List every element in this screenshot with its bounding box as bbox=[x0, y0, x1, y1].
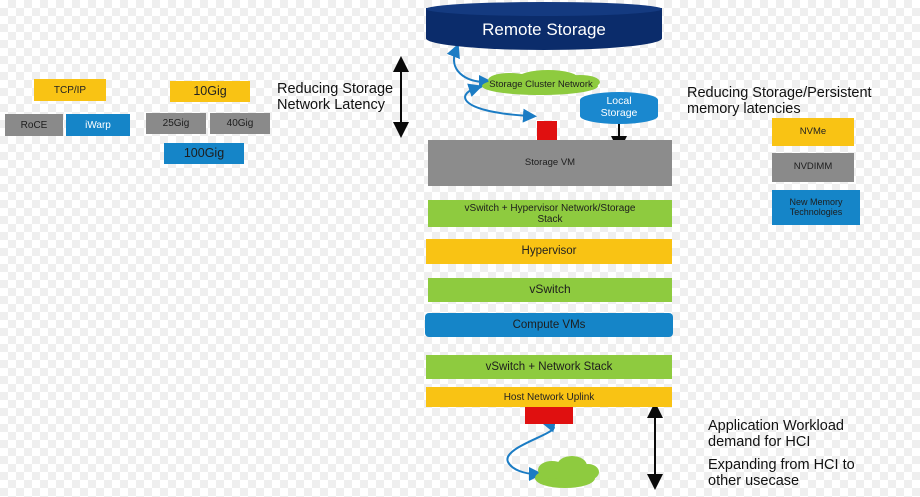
nvme-label: NVMe bbox=[799, 125, 827, 137]
nvdimm-box: NVDIMM bbox=[772, 153, 854, 182]
vswitch-storage-stack-block: vSwitch + Hypervisor Network/Storage Sta… bbox=[428, 200, 672, 227]
speed-10gig-label: 10Gig bbox=[193, 83, 227, 98]
remote-storage-title: Remote Storage bbox=[426, 16, 662, 44]
vswitch-label: vSwitch bbox=[529, 282, 571, 297]
latency-caption: Reducing Storage Network Latency bbox=[277, 81, 402, 113]
speed-100gig-label: 100Gig bbox=[183, 145, 225, 160]
latency-caption-line2: Network Latency bbox=[277, 97, 385, 113]
new-memory-label-line2: Technologies bbox=[789, 206, 843, 217]
speed-100gig-box: 100Gig bbox=[164, 143, 244, 164]
uplink-to-cloud-link bbox=[506, 418, 557, 481]
host-network-uplink-label: Host Network Uplink bbox=[503, 391, 595, 403]
workload-caption-line1: Application Workload bbox=[708, 418, 844, 434]
nvme-box: NVMe bbox=[772, 118, 854, 146]
new-memory-label-line1: New Memory bbox=[789, 196, 843, 207]
local-storage-label-line1: Local bbox=[606, 95, 632, 108]
persist-caption: Reducing Storage/Persistent memory laten… bbox=[687, 85, 897, 117]
expand-caption-line2: other usecase bbox=[708, 473, 800, 489]
remote-storage-cylinder-top bbox=[426, 2, 662, 16]
hypervisor-label: Hypervisor bbox=[521, 245, 577, 258]
storage-vm-label: Storage VM bbox=[524, 156, 576, 168]
expand-caption-line1: Expanding from HCI to bbox=[708, 457, 855, 473]
vswitch-storage-label-line2: Stack bbox=[537, 213, 563, 225]
compute-vms-label: Compute VMs bbox=[512, 318, 586, 331]
speed-25gig-label: 25Gig bbox=[162, 118, 190, 129]
tcpip-box: TCP/IP bbox=[34, 79, 106, 101]
speed-10gig-box: 10Gig bbox=[170, 81, 250, 102]
vswitch-network-label: vSwitch + Network Stack bbox=[485, 360, 613, 373]
storage-connector-red bbox=[537, 121, 557, 140]
local-storage-box: Local Storage bbox=[580, 92, 658, 124]
speed-40gig-box: 40Gig bbox=[210, 113, 270, 134]
hypervisor-block: Hypervisor bbox=[426, 239, 672, 264]
remote-storage-label: Remote Storage bbox=[482, 19, 606, 39]
nvdimm-label: NVDIMM bbox=[793, 161, 833, 173]
workload-caption-line2: demand for HCI bbox=[708, 434, 811, 450]
expand-caption: Expanding from HCI to other usecase bbox=[708, 457, 908, 489]
roce-label: RoCE bbox=[20, 119, 48, 131]
compute-vms-block: Compute VMs bbox=[425, 313, 673, 337]
latency-caption-line1: Reducing Storage bbox=[277, 81, 394, 97]
uplink-connector-red bbox=[525, 407, 573, 424]
persist-caption-line1: Reducing Storage/Persistent bbox=[687, 85, 872, 101]
iwarp-label: iWarp bbox=[85, 119, 111, 131]
cluster-network-label: Storage Cluster Network bbox=[489, 78, 593, 90]
local-storage-label-line2: Storage bbox=[600, 107, 638, 119]
iwarp-box: iWarp bbox=[66, 114, 130, 136]
host-network-uplink-block: Host Network Uplink bbox=[426, 387, 672, 407]
tcpip-label: TCP/IP bbox=[53, 84, 87, 96]
storage-vm-block: Storage VM bbox=[428, 140, 672, 186]
roce-box: RoCE bbox=[5, 114, 63, 136]
persist-caption-line2: memory latencies bbox=[687, 101, 801, 117]
vswitch-block: vSwitch bbox=[428, 278, 672, 302]
workload-caption: Application Workload demand for HCI bbox=[708, 418, 908, 450]
vswitch-network-stack-block: vSwitch + Network Stack bbox=[426, 355, 672, 379]
speed-25gig-box: 25Gig bbox=[146, 113, 206, 134]
cloud-icon bbox=[535, 456, 599, 488]
cluster-network-label-box: Storage Cluster Network bbox=[480, 77, 602, 93]
vswitch-storage-label-line1: vSwitch + Hypervisor Network/Storage bbox=[464, 202, 636, 214]
new-memory-box: New Memory Technologies bbox=[772, 190, 860, 225]
speed-40gig-label: 40Gig bbox=[226, 118, 254, 129]
